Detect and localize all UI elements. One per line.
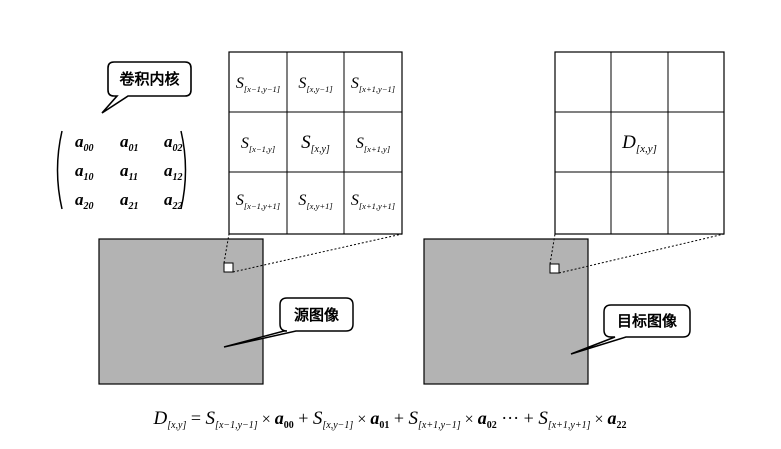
- target-image: [423, 238, 589, 385]
- kernel-callout-bubble: [101, 61, 192, 114]
- source-cell: S[x−1,y]: [241, 135, 275, 154]
- kernel-entry: a11: [120, 161, 138, 183]
- kernel-entry: a00: [75, 132, 94, 154]
- target-image-area: [423, 238, 589, 385]
- kernel-entry: a20: [75, 190, 94, 212]
- target-output-grid: D[x,y]: [554, 51, 725, 235]
- target-callout-bubble: [570, 304, 691, 355]
- kernel-entry: a10: [75, 161, 94, 183]
- kernel-matrix: a00 a01 a02 a10 a11 a12 a20 a21 a22: [56, 130, 187, 212]
- source-image: [98, 238, 264, 385]
- source-cell: S[x,y+1]: [298, 192, 332, 211]
- source-cell: S[x+1,y−1]: [351, 75, 395, 94]
- kernel-entry: a21: [120, 190, 139, 212]
- source-cell: S[x+1,y+1]: [351, 192, 395, 211]
- kernel-entry: a01: [120, 132, 139, 154]
- source-callout: 源图像: [223, 297, 354, 348]
- source-callout-label: 源图像: [294, 306, 340, 324]
- kernel-callout: 卷积内核: [101, 61, 192, 114]
- source-image-area: [98, 238, 264, 385]
- matrix-right-bracket: [180, 130, 187, 210]
- convolution-formula: D[x,y] = S[x−1,y−1] × a00 + S[x,y−1] × a…: [152, 408, 626, 431]
- kernel-entry: a22: [164, 190, 183, 212]
- source-cell: S[x+1,y]: [356, 135, 390, 154]
- source-pixel-marker: [223, 262, 234, 273]
- target-pixel-marker: [549, 263, 560, 274]
- matrix-left-bracket: [56, 130, 63, 210]
- source-neighborhood-grid: S[x−1,y−1] S[x,y−1] S[x+1,y−1] S[x−1,y] S[x,…: [228, 51, 403, 235]
- source-cell: S[x,y]: [301, 132, 330, 155]
- target-callout-label: 目标图像: [617, 312, 678, 330]
- source-cell: S[x−1,y+1]: [236, 192, 280, 211]
- kernel-entry: a02: [164, 132, 183, 154]
- target-center-cell: D[x,y]: [621, 132, 657, 155]
- target-callout: 目标图像: [570, 304, 691, 355]
- kernel-entry: a12: [164, 161, 183, 183]
- kernel-callout-label: 卷积内核: [118, 70, 179, 88]
- source-cell: S[x,y−1]: [298, 75, 332, 94]
- source-cell: S[x−1,y−1]: [236, 75, 280, 94]
- target-zoom-lines: [549, 233, 725, 274]
- source-callout-bubble: [223, 297, 354, 348]
- source-zoom-lines: [223, 233, 403, 273]
